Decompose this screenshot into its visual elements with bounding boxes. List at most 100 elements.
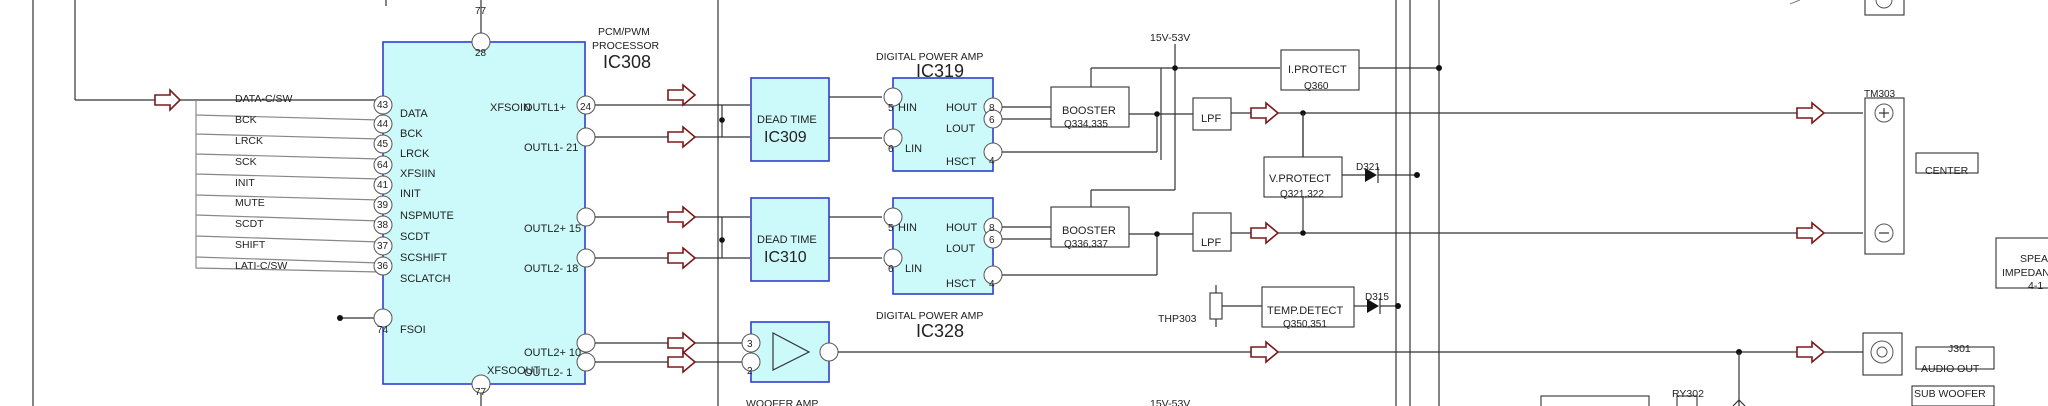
top-right-fragment: [1789, 0, 1905, 16]
booster-2: BOOSTER Q336,337: [1050, 206, 1130, 250]
lpf-1: LPF: [1192, 97, 1232, 131]
ic308-output-label: OUTL2+ 10: [524, 347, 581, 359]
ic308-output-label: OUTL2+ 15: [524, 223, 581, 235]
signal-arrow-icon: [154, 88, 182, 112]
signal-arrow-icon: [667, 331, 697, 355]
diode-icon: [1365, 168, 1377, 182]
ic308-xfsoout: XFSOOUT: [487, 365, 540, 377]
ic308-input-pin: 37: [377, 241, 389, 252]
ic308-input-label: NSPMUTE: [400, 210, 454, 222]
ic308-input-label: FSOI: [400, 324, 426, 336]
amp-label-lin: LIN: [905, 263, 922, 275]
signal-arrow-icon: [667, 246, 697, 270]
diode-icon: [1367, 299, 1379, 313]
ic308-output-label: OUTL1- 21: [524, 142, 578, 154]
ic308-xfsoin: XFSOIN: [490, 102, 531, 114]
lpf-2: LPF: [1192, 212, 1232, 252]
ic308-input-label: BCK: [400, 128, 423, 140]
amp-pin: 8: [989, 223, 995, 234]
speaker-label-line2: IMPEDAN: [2002, 267, 2048, 279]
signal-arrow-icon: [667, 205, 697, 229]
temp-detect-label: TEMP.DETECT: [1267, 305, 1343, 317]
speaker-impedance-box: SPEA IMPEDAN 4-1: [1995, 237, 2048, 292]
amp-pin: 4: [989, 279, 995, 290]
ic308-output-label: OUTL2- 18: [524, 263, 578, 275]
ic308-pin-top: 28: [475, 48, 487, 59]
relay-ry302: RY302: [1540, 388, 1746, 406]
signal-arrow-icon: [667, 83, 697, 107]
signal-arrow-icon: [667, 125, 697, 149]
ic308-input-label: DATA: [400, 108, 428, 120]
dead-time-label: DEAD TIME: [757, 114, 817, 126]
supply-voltage-bottom: 15V-53V: [1150, 398, 1190, 406]
signal-label: SCDT: [235, 218, 264, 230]
ic308-input-label: SCDT: [400, 231, 430, 243]
amp-title: DIGITAL POWER AMP: [876, 51, 983, 63]
i-protect-ref: Q360: [1304, 81, 1329, 92]
signal-arrow-icon: [1796, 101, 1826, 125]
ic308-output-pin: 24: [580, 102, 592, 113]
amp-label-lout: LOUT: [946, 123, 976, 135]
power-amp-ic319: DIGITAL POWER AMP IC319 5 6 8 6 4 HIN LI…: [876, 51, 1003, 172]
signal-lines: [195, 100, 381, 321]
ic308-input-pin: 43: [377, 100, 389, 111]
signal-label: MUTE: [235, 197, 265, 209]
ic308-input-label: SCLATCH: [400, 273, 451, 285]
dead-time-ic310: DEAD TIME IC310: [750, 197, 830, 282]
amp-label-hsct: HSCT: [946, 278, 976, 290]
amp-title: DIGITAL POWER AMP: [876, 310, 983, 322]
amp-name: IC328: [916, 321, 964, 341]
amp-label-hin: HIN: [898, 222, 917, 234]
woofer-label: WOOFER AMP: [746, 398, 818, 406]
signal-label: LATI-C/SW: [235, 260, 287, 272]
diode-label: D315: [1365, 292, 1389, 303]
amp-pin: 4: [989, 156, 995, 167]
ic308-input-pin: 64: [377, 160, 389, 171]
amp-pin: 6: [989, 115, 995, 126]
ic308-input-label: XFSIIN: [400, 168, 436, 180]
amp-name: IC319: [916, 61, 964, 81]
amp-label-hout: HOUT: [946, 102, 977, 114]
speaker-label-line1: SPEA: [2020, 253, 2048, 265]
i-protect: I.PROTECT Q360: [1280, 49, 1442, 92]
audio-out-label: AUDIO OUT: [1921, 363, 1980, 375]
v-protect-ref: Q321,322: [1280, 189, 1324, 200]
lpf-label: LPF: [1201, 113, 1221, 125]
signal-labels: DATA-C/SW BCK LRCK SCK INIT MUTE SCDT SH…: [235, 93, 292, 272]
amp-label-hin: HIN: [898, 102, 917, 114]
amp-pin: 6: [888, 264, 894, 275]
power-amp-ic328: 5 6 8 6 4 HIN LIN HOUT LOUT HSCT DIGITAL…: [876, 197, 1003, 341]
v-protect: V.PROTECT Q321,322 D321: [1263, 113, 1420, 200]
booster-label: BOOSTER: [1062, 225, 1116, 237]
ic308-input-label: LRCK: [400, 148, 430, 160]
ic308-input-label: SCSHIFT: [400, 252, 447, 264]
speaker-output-lines: [1231, 101, 1863, 245]
speaker-terminal-tm303: TM303 CENTER: [1864, 89, 1979, 255]
diode-label: D321: [1356, 162, 1380, 173]
woofer-pin: 3: [747, 339, 753, 350]
relay-label: RY302: [1672, 388, 1704, 400]
dead-time-ic309: DEAD TIME IC309: [750, 77, 830, 162]
amp-label-lin: LIN: [905, 143, 922, 155]
signal-label: SHIFT: [235, 239, 266, 251]
signal-label: SCK: [235, 156, 257, 168]
amp-label-hout: HOUT: [946, 222, 977, 234]
ic308-output-arrows: [667, 83, 697, 374]
amp-pin: 8: [989, 103, 995, 114]
center-label: CENTER: [1925, 165, 1969, 177]
woofer-amp: 3 2 WOOFER AMP: [741, 321, 1863, 406]
dead-to-amp-wires: [829, 96, 882, 259]
signal-arrow-icon: [1250, 101, 1280, 125]
dead-time-name: IC309: [764, 129, 807, 146]
signal-label: LRCK: [235, 135, 263, 147]
signal-arrow-icon: [1796, 340, 1826, 364]
ic308-input-label: INIT: [400, 188, 421, 200]
signal-label: BCK: [235, 114, 257, 126]
thermistor-icon: [1209, 292, 1223, 320]
amp-pin: 5: [888, 223, 894, 234]
lpf-label: LPF: [1201, 237, 1221, 249]
booster-label: BOOSTER: [1062, 105, 1116, 117]
signal-arrow-icon: [1250, 340, 1280, 364]
ic308-title-line1: PCM/PWM: [598, 26, 650, 38]
jack-label: J301: [1948, 343, 1971, 355]
